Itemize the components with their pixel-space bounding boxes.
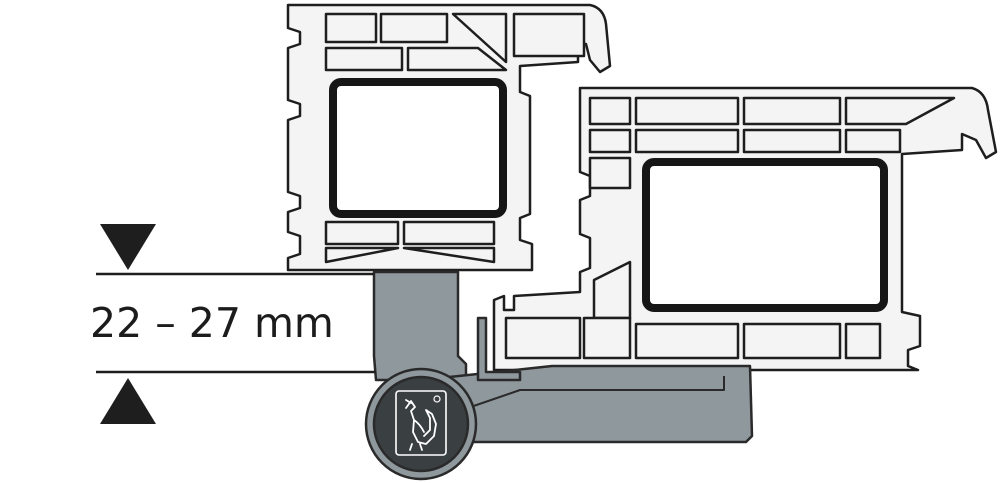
dimension-marker: 22 – 27 mm (90, 224, 376, 424)
rooster-logo-icon (395, 390, 447, 456)
frame-profile (286, 3, 612, 272)
hinge-knuckle-inner (372, 375, 470, 473)
hinge (364, 270, 754, 481)
dimension-label: 22 – 27 mm (90, 299, 334, 347)
hinge-seal (476, 316, 522, 382)
sash-chamber (588, 156, 632, 190)
sash-chamber (582, 316, 632, 360)
frame-chamber (324, 46, 404, 72)
frame-chamber (324, 220, 400, 246)
frame-chamber (402, 246, 496, 264)
sash-chamber (588, 96, 632, 126)
sash-chamber (634, 96, 740, 126)
sash-chamber (844, 322, 882, 360)
frame-chamber (406, 46, 508, 72)
sash-profile (492, 86, 998, 372)
frame-chamber (379, 12, 449, 44)
sash-chamber (844, 96, 956, 126)
frame-chamber (451, 12, 508, 64)
sash-chamber (742, 322, 842, 360)
frame-reinforcement (329, 78, 507, 218)
hinge-frame-part (372, 270, 468, 382)
sash-chamber (588, 128, 632, 154)
sash-chamber (742, 96, 842, 126)
triangle-up-icon (100, 378, 156, 424)
sash-chamber (634, 128, 740, 154)
hinge-arm-groove (461, 376, 725, 411)
triangle-down-icon (100, 224, 156, 270)
sash-chamber (742, 128, 842, 154)
rooster-body (405, 399, 437, 451)
frame-chamber (324, 12, 378, 44)
sash-reinforcement (642, 158, 888, 312)
frame-chamber (512, 12, 586, 58)
logo-dot (433, 395, 441, 403)
sash-chamber (844, 128, 902, 154)
logo-frame (395, 390, 447, 456)
frame-chamber (402, 220, 496, 246)
sash-chamber (504, 316, 582, 360)
sash-chamber (634, 322, 740, 360)
frame-chamber (324, 246, 400, 264)
